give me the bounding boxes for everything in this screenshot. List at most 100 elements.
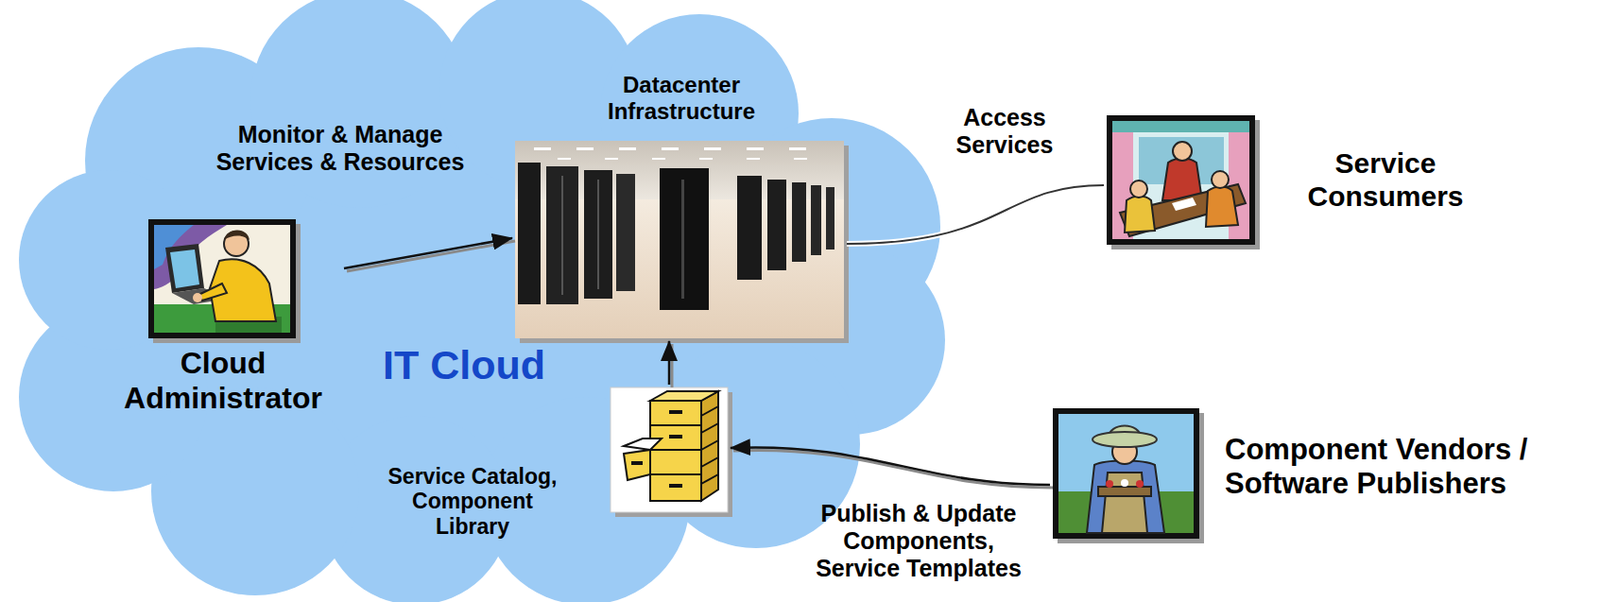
laptop-lid [165,243,205,293]
ceiling-light [661,147,679,151]
drawer-handle [669,483,683,488]
person-body [1124,196,1155,234]
edge-label: Monitor & Manage Services & Resources [203,120,478,176]
consumer-node: Service Consumers [1103,112,1483,248]
cabinet-stripe [701,440,719,450]
server-rack [810,185,822,256]
ceiling-light [746,147,764,151]
cabinet-stripe [701,406,719,416]
ceiling-light [557,157,571,160]
server-rack [584,170,613,299]
connector-shadow [346,240,516,272]
cloud-region: IT Cloud Datacenter InfrastructureCloud A… [0,0,955,602]
ceiling-light [604,157,619,160]
icon-frame [1106,115,1256,245]
ceiling-light [789,147,807,151]
icon-frame [148,219,296,339]
connector-halo [846,185,1104,244]
cabinet-front [650,400,702,501]
person-overalls [1101,472,1148,534]
edge-label: Publish & Update Components, Service Tem… [809,499,1028,582]
ceiling-light [746,157,760,160]
cabinet-stripe [701,423,719,433]
cloud-fill [18,0,946,602]
drawer-handle [669,410,683,414]
rack-door-line [597,179,600,290]
person-shirt [1086,461,1165,534]
edge-label-holder: Access Services [943,103,1067,159]
icon-frame [610,387,728,513]
seedling [1120,479,1129,487]
server-rack [825,187,835,250]
vendor-node: Component Vendors / Software Publishers [1049,405,1549,542]
server-rack [616,173,636,292]
consumers-icon [1106,115,1260,250]
cloud-lobe [250,0,468,208]
ceiling-light [619,147,637,151]
seedling [1105,480,1114,488]
server-rack [659,168,709,310]
ceiling-lights [533,147,808,160]
node-label: IT Cloud [382,342,591,389]
person-head [1130,180,1148,198]
server-rack [791,182,807,262]
datacenter-node: Datacenter Infrastructure [512,68,847,342]
drawer-line [650,473,702,476]
connector-shadow [733,449,1053,488]
ceiling-light [793,157,808,160]
drawer-line [650,448,702,451]
rack-door-line [681,179,685,299]
catalog-node: Service Catalog, Component Library [379,384,731,542]
connector-shadow [670,344,674,388]
node-label: Service Catalog, Component Library [382,464,563,539]
person-head [1172,141,1192,161]
cabinet-side [701,391,719,501]
drawer-papers [623,438,662,450]
icon-background [154,224,291,333]
server-rack [737,175,762,280]
administrator-node: Cloud Administrator [102,216,345,419]
server-rack [767,179,787,271]
person-arm [198,283,227,301]
ceiling-light [576,147,594,151]
rack-door-line [561,175,564,295]
node-label: Datacenter Infrastructure [586,71,776,124]
cloud-lobe [18,170,199,350]
open-drawer [623,449,651,481]
cabinet-top [650,391,719,401]
person-body [1205,187,1239,228]
server-rack [546,166,579,305]
administrator-icon [148,219,301,344]
cabinet-stripe [701,474,719,484]
node-label: Service Consumers [1290,147,1480,213]
vendor-icon [1052,408,1205,544]
drawer-handle [631,461,643,465]
hat-brim [1092,431,1157,448]
ceiling-light [704,147,722,151]
ceiling-light [533,147,551,151]
datacenter-photo [515,140,849,344]
icon-background [1112,120,1250,240]
seed-tray [1098,486,1152,497]
icon-frame [1052,408,1200,539]
laptop-screen [170,249,200,289]
connector [344,238,513,269]
person-head [1211,171,1229,189]
node-label: Component Vendors / Software Publishers [1224,432,1547,500]
edge-label: Access Services [943,103,1067,159]
ceiling-light [699,157,713,160]
curtain-rail [1112,120,1250,133]
drawer-line [650,424,702,427]
person-hair [223,230,250,241]
icon-shadow [1057,412,1205,544]
cabinet-stripe [701,457,719,467]
person-hand [192,292,203,303]
file-cabinet-icon [610,387,733,517]
edge-label-holder: Monitor & Manage Services & Resources [203,120,478,176]
server-rack [517,162,541,305]
drawer-handle [669,434,683,439]
seedling [1135,480,1144,488]
node-label: Cloud Administrator [104,345,342,416]
edge-label-holder: Publish & Update Components, Service Tem… [809,499,1028,582]
